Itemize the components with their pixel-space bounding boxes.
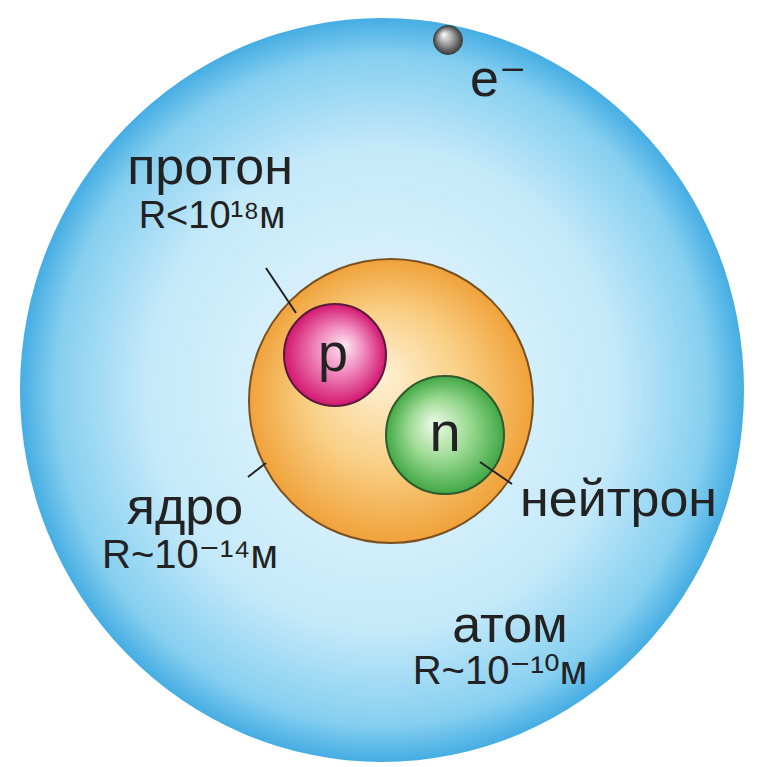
neutron-label: нейтрон (520, 472, 717, 524)
nucleus-radius: R~10⁻¹⁴м (102, 534, 278, 574)
proton-radius: R<10¹⁸м (139, 196, 286, 234)
atom-radius: R~10⁻¹⁰м (413, 650, 588, 690)
atom-circle: e⁻pпротонR<10¹⁸мnнейтронядроR~10⁻¹⁴матом… (20, 18, 744, 762)
nucleus-circle: pпротонR<10¹⁸мnнейтронядроR~10⁻¹⁴м (248, 258, 534, 544)
nucleus-circle-fill (249, 259, 533, 543)
neutron-circle-fill (386, 376, 504, 494)
electron-label: e⁻ (470, 52, 526, 104)
neutron-symbol: n (429, 404, 460, 460)
proton-circle: pпротонR<10¹⁸м (283, 303, 387, 407)
electron-ball-outline (433, 25, 463, 55)
proton-label: протон (127, 140, 293, 192)
neutron-circle: nнейтрон (385, 375, 505, 495)
electron-ball-fill (434, 26, 463, 55)
atom-label: атом (452, 598, 568, 650)
nucleus-label: ядро (127, 480, 243, 532)
proton-circle-fill (284, 304, 386, 406)
proton-symbol: p (318, 325, 348, 379)
electron-ball: e⁻ (433, 25, 463, 55)
atom-circle-fill (20, 18, 744, 762)
